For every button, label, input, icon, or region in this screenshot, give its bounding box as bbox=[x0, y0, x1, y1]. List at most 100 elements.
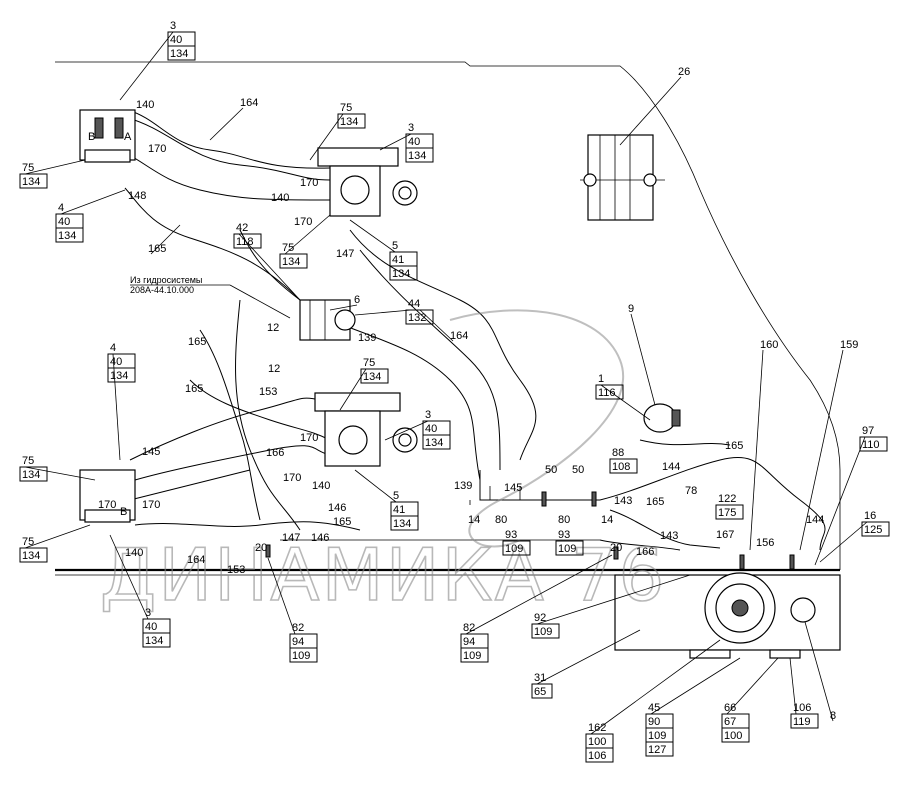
callout-text: 160 bbox=[760, 339, 778, 351]
callout-text: 41 bbox=[392, 254, 404, 266]
callout-text: 134 bbox=[22, 469, 40, 481]
callout-text: 156 bbox=[756, 537, 774, 549]
callout-text: 166 bbox=[266, 447, 284, 459]
callout-box bbox=[167, 45, 196, 61]
callout-text: 170 bbox=[300, 177, 318, 189]
callout-text: 143 bbox=[614, 495, 632, 507]
leader-line bbox=[267, 557, 296, 635]
callout-c-80-a: 80 bbox=[495, 514, 507, 526]
callout-text: 147 bbox=[336, 248, 354, 260]
leader-line bbox=[799, 349, 844, 551]
callout-text: 40 bbox=[170, 34, 182, 46]
leader-line bbox=[600, 384, 651, 421]
callout-text: 88 bbox=[612, 447, 624, 459]
callout-c-12-a: 12 bbox=[267, 322, 279, 334]
valve-lower-left: B bbox=[79, 469, 136, 523]
callout-c-153-a: 153 bbox=[259, 386, 277, 398]
callout-text: 5 bbox=[393, 490, 399, 502]
tank-assembly bbox=[614, 572, 841, 659]
callout-c-78: 78 bbox=[685, 485, 697, 497]
callout-text: 75 bbox=[22, 162, 34, 174]
callout-text: 125 bbox=[864, 524, 882, 536]
callout-c-146-a: 146 bbox=[328, 502, 346, 514]
callout-text: 45 bbox=[648, 702, 660, 714]
callout-text: 165 bbox=[725, 440, 743, 452]
leader-line bbox=[60, 189, 126, 215]
callout-c-139-a: 139 bbox=[358, 332, 376, 344]
callout-text: 93 bbox=[558, 529, 570, 541]
callout-text: 148 bbox=[128, 190, 146, 202]
callout-text: 14 bbox=[468, 514, 480, 526]
callout-text: 134 bbox=[425, 437, 443, 449]
leader-line bbox=[354, 469, 397, 503]
callout-text: 4 bbox=[110, 342, 116, 354]
callout-text: 1 bbox=[598, 373, 604, 385]
callout-box bbox=[142, 632, 171, 648]
callout-c-140-b: 140 bbox=[271, 192, 289, 204]
callout-c-20-b: 20 bbox=[610, 542, 622, 554]
control-valve-upper bbox=[317, 147, 418, 217]
leader-line bbox=[536, 629, 641, 685]
callout-text: 118 bbox=[236, 236, 254, 248]
callout-text: 40 bbox=[58, 216, 70, 228]
callout-text: 20 bbox=[610, 542, 622, 554]
leader-line bbox=[112, 353, 121, 461]
callout-box bbox=[585, 747, 614, 763]
callout-text: 134 bbox=[282, 256, 300, 268]
hose-lines bbox=[119, 109, 826, 551]
callout-text: 93 bbox=[505, 529, 517, 541]
leader-line bbox=[354, 309, 412, 316]
callout-box bbox=[389, 265, 418, 281]
callout-c-140-a: 140 bbox=[136, 99, 154, 111]
leader-line bbox=[650, 657, 741, 715]
callout-text: 144 bbox=[806, 514, 824, 526]
source-note-line1: Из гидросистемы bbox=[130, 275, 202, 285]
leader-line bbox=[619, 76, 682, 146]
callout-text: 165 bbox=[148, 243, 166, 255]
leader-line bbox=[819, 521, 868, 563]
callout-c-164-low: 164 bbox=[187, 554, 205, 566]
callout-c-170-a: 170 bbox=[148, 143, 166, 155]
callout-c-50-a: 50 bbox=[545, 464, 557, 476]
callout-c-170-b: 170 bbox=[300, 177, 318, 189]
callout-c-143-a: 143 bbox=[614, 495, 632, 507]
callout-text: 134 bbox=[408, 150, 426, 162]
callout-c-170-e: 170 bbox=[283, 472, 301, 484]
callout-c-6: 6 bbox=[354, 294, 360, 306]
callout-text: 143 bbox=[660, 530, 678, 542]
callout-text: 134 bbox=[392, 268, 410, 280]
callout-c-144-a: 144 bbox=[662, 461, 680, 473]
leader-line bbox=[419, 309, 454, 342]
callout-box bbox=[405, 147, 434, 163]
callout-box bbox=[460, 647, 489, 663]
callout-text: 40 bbox=[145, 621, 157, 633]
callout-c-20-a: 20 bbox=[255, 542, 267, 554]
callout-c-144-b: 144 bbox=[806, 514, 824, 526]
watermark-text: ДИНАМИКА 76 bbox=[100, 533, 666, 617]
callout-text: 82 bbox=[463, 622, 475, 634]
callout-text: 165 bbox=[185, 383, 203, 395]
callout-text: 4 bbox=[58, 202, 64, 214]
callout-c-14-b: 14 bbox=[601, 514, 613, 526]
callout-c-145-b: 145 bbox=[504, 482, 522, 494]
callout-c-146-b: 146 bbox=[311, 532, 329, 544]
callout-c-165-c: 165 bbox=[185, 383, 203, 395]
callout-text: 165 bbox=[188, 336, 206, 348]
filter-6 bbox=[299, 299, 356, 341]
callout-text: 12 bbox=[267, 322, 279, 334]
callout-text: 108 bbox=[612, 461, 630, 473]
callout-c-165-a: 165 bbox=[148, 243, 166, 255]
callout-text: 78 bbox=[685, 485, 697, 497]
